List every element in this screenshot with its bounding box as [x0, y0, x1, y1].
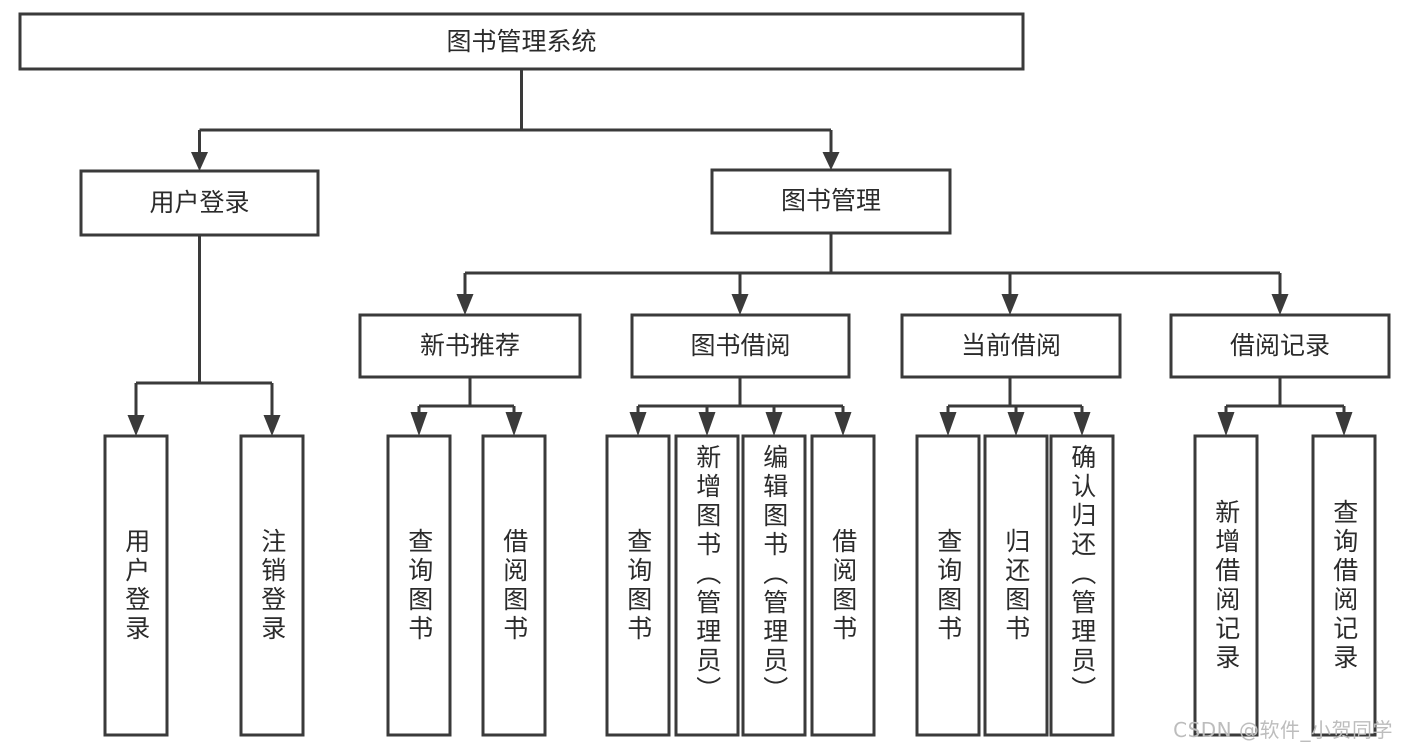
- leaf-rect-user-login[interactable]: [103, 434, 169, 737]
- arrow-head-borrow-record: [1271, 294, 1289, 315]
- node-new-book-recommend-rect[interactable]: [358, 313, 582, 379]
- node-new-book-recommend-label: 新书推荐: [420, 331, 520, 360]
- node-user-login-rect[interactable]: [79, 169, 320, 237]
- leaf-rect-logout[interactable]: [239, 434, 305, 737]
- leaf-rect-borrow-book-2[interactable]: [810, 434, 876, 737]
- node-new-book-recommend[interactable]: 新书推荐: [358, 313, 582, 379]
- node-root-rect[interactable]: [18, 12, 1025, 71]
- edge-group-book-manage: [456, 233, 1289, 315]
- edge-group-current-borrow: [939, 377, 1091, 436]
- edge-group-borrow-record: [1217, 377, 1353, 436]
- arrow-head-user-login: [191, 152, 208, 171]
- leaf-rect-add-book[interactable]: [674, 434, 740, 737]
- arrow-head-leaf-return-book: [1007, 412, 1025, 436]
- arrow-head-current-borrow: [1001, 294, 1019, 315]
- node-user-login-label: 用户登录: [149, 188, 249, 217]
- node-book-borrow-label: 图书借阅: [690, 331, 790, 360]
- leaf-box-group: [103, 434, 1377, 737]
- arrow-head-leaf-user-login: [127, 415, 145, 436]
- node-borrow-record[interactable]: 借阅记录: [1169, 313, 1391, 379]
- node-borrow-record-label: 借阅记录: [1230, 331, 1330, 360]
- arrow-head-leaf-query-book-1: [410, 412, 428, 436]
- node-current-borrow-rect[interactable]: [900, 313, 1122, 379]
- arrow-head-leaf-edit-book: [765, 412, 783, 436]
- leaf-rect-return-book[interactable]: [983, 434, 1049, 737]
- arrow-head-leaf-query-book-3: [939, 412, 957, 436]
- node-current-borrow[interactable]: 当前借阅: [900, 313, 1122, 379]
- arrow-head-leaf-query-record: [1335, 412, 1353, 436]
- node-book-manage-rect[interactable]: [710, 168, 952, 235]
- edge-group-root: [191, 69, 840, 171]
- node-book-manage-label: 图书管理: [781, 186, 881, 215]
- arrow-head-leaf-query-book-2: [629, 412, 647, 436]
- node-borrow-record-rect[interactable]: [1169, 313, 1391, 379]
- node-book-borrow[interactable]: 图书借阅: [630, 313, 851, 379]
- leaf-rect-add-record[interactable]: [1193, 434, 1259, 737]
- node-root[interactable]: 图书管理系统: [18, 12, 1025, 71]
- node-user-login[interactable]: 用户登录: [79, 169, 320, 237]
- watermark: CSDN @软件_小贺同学: [1173, 718, 1393, 742]
- arrow-head-book-manage: [822, 152, 840, 170]
- arrow-head-leaf-borrow-book-2: [834, 412, 852, 436]
- arrow-head-leaf-add-record: [1217, 412, 1235, 436]
- edge-group-new-book-recommend: [410, 377, 523, 436]
- node-book-borrow-rect[interactable]: [630, 313, 851, 379]
- leaf-rect-borrow-book-1[interactable]: [481, 434, 547, 737]
- arrow-head-book-borrow: [731, 294, 749, 315]
- leaf-rect-query-book-2[interactable]: [605, 434, 671, 737]
- arrow-head-new-book-recommend: [456, 294, 474, 315]
- leaf-rect-query-book-3[interactable]: [915, 434, 981, 737]
- node-current-borrow-label: 当前借阅: [961, 331, 1061, 360]
- arrow-head-leaf-confirm-return: [1073, 412, 1091, 436]
- arrow-head-leaf-add-book: [698, 412, 716, 436]
- node-root-label: 图书管理系统: [446, 27, 596, 56]
- leaf-rect-query-book-1[interactable]: [386, 434, 452, 737]
- edge-group-book-borrow: [629, 377, 852, 436]
- edge-group-user-login: [127, 235, 281, 436]
- node-book-manage[interactable]: 图书管理: [710, 168, 952, 235]
- arrow-head-leaf-logout: [263, 415, 281, 436]
- leaf-rect-query-record[interactable]: [1311, 434, 1377, 737]
- leaf-rect-confirm-return[interactable]: [1049, 434, 1115, 737]
- leaf-rect-edit-book[interactable]: [741, 434, 807, 737]
- arrow-head-leaf-borrow-book-1: [505, 412, 523, 436]
